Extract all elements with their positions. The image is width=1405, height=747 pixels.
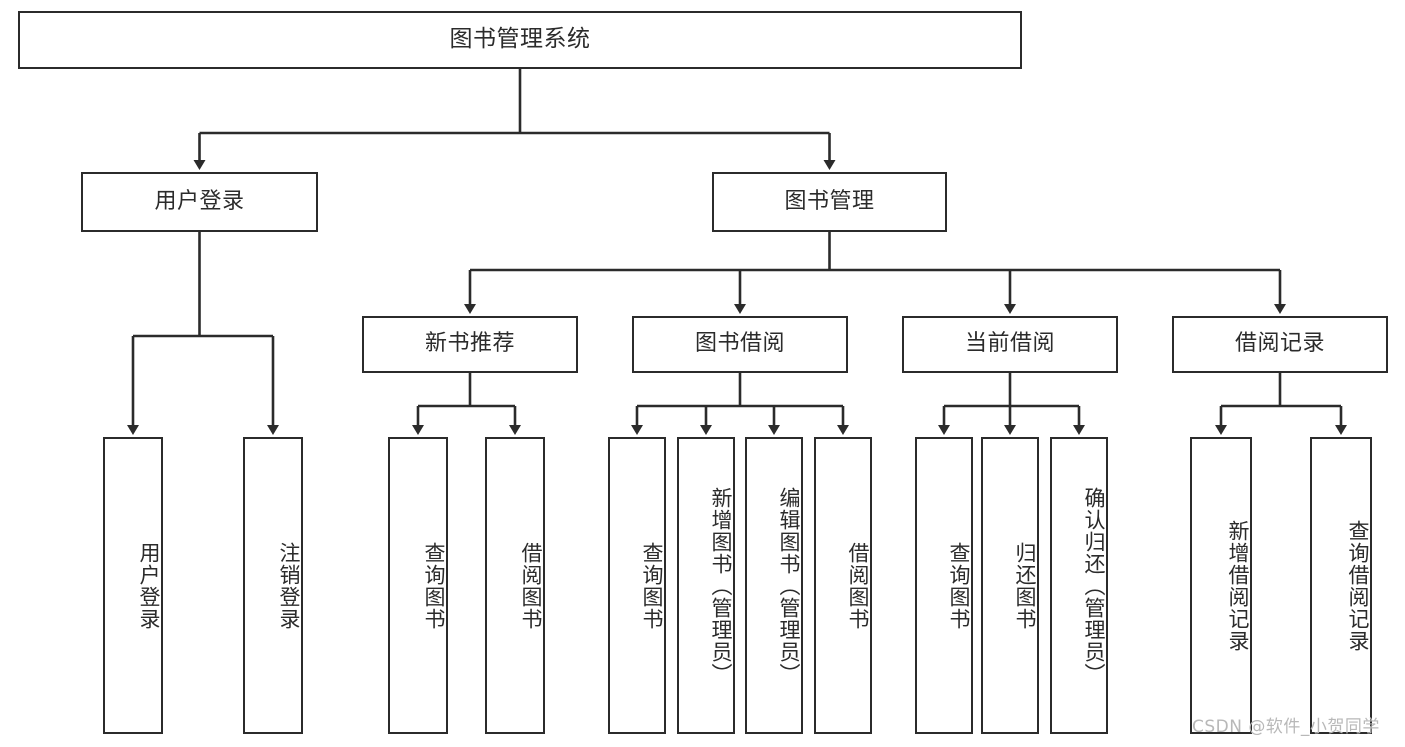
leaf-confirm-return[interactable]: 确认归还（管理员） <box>1050 437 1108 734</box>
node-root[interactable]: 图书管理系统 <box>18 11 1022 69</box>
leaf-user-login-label: 用户登录 <box>137 541 161 630</box>
leaf-query-book-1-label: 查询图书 <box>422 541 446 630</box>
node-borrow-record[interactable]: 借阅记录 <box>1172 316 1388 373</box>
node-book-borrow[interactable]: 图书借阅 <box>632 316 848 373</box>
node-new-book-rec[interactable]: 新书推荐 <box>362 316 578 373</box>
leaf-add-record-label: 新增借阅记录 <box>1226 519 1250 652</box>
leaf-return-book-label: 归还图书 <box>1013 541 1037 630</box>
leaf-confirm-return-label: 确认归还（管理员） <box>1082 486 1106 685</box>
node-borrow-record-label: 借阅记录 <box>1234 331 1325 357</box>
leaf-add-book[interactable]: 新增图书（管理员） <box>677 437 735 734</box>
node-current-borrow[interactable]: 当前借阅 <box>902 316 1118 373</box>
leaf-query-book-2-label: 查询图书 <box>640 541 664 630</box>
leaf-add-book-label: 新增图书（管理员） <box>709 486 733 685</box>
leaf-logout[interactable]: 注销登录 <box>243 437 303 734</box>
leaf-borrow-book-2[interactable]: 借阅图书 <box>814 437 872 734</box>
leaf-query-book-1[interactable]: 查询图书 <box>388 437 448 734</box>
leaf-query-record-label: 查询借阅记录 <box>1346 519 1370 652</box>
leaf-edit-book[interactable]: 编辑图书（管理员） <box>745 437 803 734</box>
leaf-query-book-3[interactable]: 查询图书 <box>915 437 973 734</box>
node-user-login-label: 用户登录 <box>154 188 245 214</box>
node-book-manage[interactable]: 图书管理 <box>712 172 947 232</box>
leaf-borrow-book-1-label: 借阅图书 <box>519 541 543 630</box>
node-root-label: 图书管理系统 <box>449 26 591 53</box>
leaf-edit-book-label: 编辑图书（管理员） <box>777 486 801 685</box>
leaf-user-login[interactable]: 用户登录 <box>103 437 163 734</box>
node-user-login[interactable]: 用户登录 <box>81 172 318 232</box>
leaf-logout-label: 注销登录 <box>277 541 301 630</box>
leaf-query-book-2[interactable]: 查询图书 <box>608 437 666 734</box>
leaf-borrow-book-2-label: 借阅图书 <box>846 541 870 630</box>
node-book-borrow-label: 图书借阅 <box>694 331 785 357</box>
node-current-borrow-label: 当前借阅 <box>964 331 1055 357</box>
leaf-query-book-3-label: 查询图书 <box>947 541 971 630</box>
leaf-query-record[interactable]: 查询借阅记录 <box>1310 437 1372 734</box>
node-book-manage-label: 图书管理 <box>784 188 875 214</box>
leaf-add-record[interactable]: 新增借阅记录 <box>1190 437 1252 734</box>
leaf-borrow-book-1[interactable]: 借阅图书 <box>485 437 545 734</box>
node-new-book-rec-label: 新书推荐 <box>424 331 515 357</box>
leaf-return-book[interactable]: 归还图书 <box>981 437 1039 734</box>
